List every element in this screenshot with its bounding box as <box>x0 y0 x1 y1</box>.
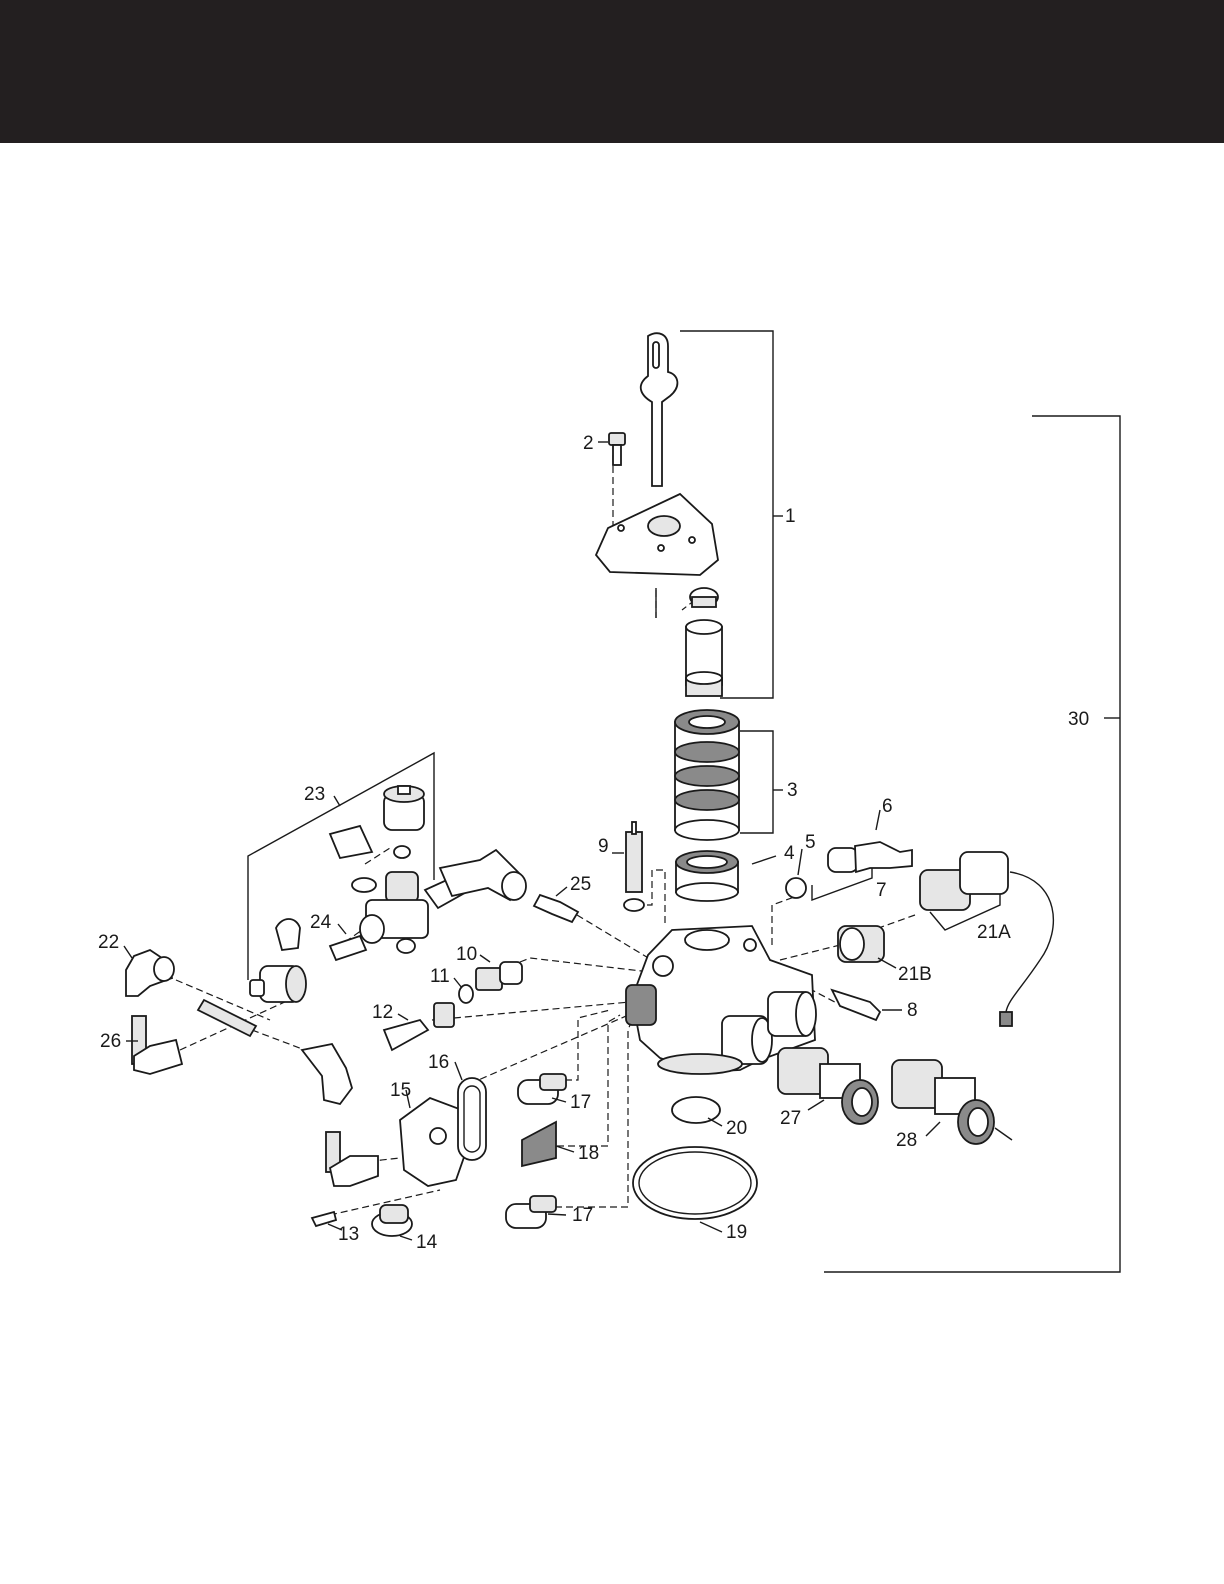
callout-16: 16 <box>428 1052 449 1073</box>
part-12-plug <box>384 1003 454 1050</box>
part-19-o-ring <box>633 1147 757 1219</box>
callout-21a: 21A <box>977 922 1011 943</box>
part-20-o-ring <box>672 1097 720 1123</box>
callout-23: 23 <box>304 784 325 805</box>
callout-19: 19 <box>726 1222 747 1243</box>
callout-22: 22 <box>98 932 119 953</box>
callout-20: 20 <box>726 1118 747 1139</box>
callout-labels: 1 2 3 4 5 6 7 8 9 10 11 12 13 14 15 16 1… <box>98 433 1089 1253</box>
callout-17b: 17 <box>572 1205 593 1226</box>
callout-10: 10 <box>456 944 477 965</box>
part-8-clip <box>832 990 880 1020</box>
callout-21b: 21B <box>898 964 932 985</box>
callout-13: 13 <box>338 1224 359 1245</box>
part-elbow-tee <box>440 850 526 900</box>
callout-27: 27 <box>780 1108 801 1129</box>
part-26-elbow <box>132 1016 182 1074</box>
callout-11: 11 <box>430 966 450 987</box>
callout-4: 4 <box>784 843 795 864</box>
part-1-handle <box>641 333 678 486</box>
callout-1: 1 <box>785 506 796 527</box>
part-10-fitting <box>476 962 522 990</box>
part-outlet-elbow <box>302 1044 378 1186</box>
callout-9: 9 <box>598 836 609 857</box>
part-22-elbow <box>126 950 174 996</box>
callout-17a: 17 <box>570 1092 591 1113</box>
part-13-screw <box>312 1212 336 1226</box>
callout-24: 24 <box>310 912 332 933</box>
callout-6: 6 <box>882 796 893 817</box>
part-3-seal-stack <box>675 710 739 840</box>
part-9-injector <box>624 822 644 911</box>
part-2-screw <box>609 433 625 465</box>
callout-8: 8 <box>907 1000 918 1021</box>
callout-18: 18 <box>578 1143 599 1164</box>
part-tube <box>198 1000 256 1036</box>
part-1-gear <box>690 588 718 607</box>
callout-2: 2 <box>583 433 594 454</box>
leader-lines <box>124 442 940 1240</box>
callout-12: 12 <box>372 1002 393 1023</box>
part-1-spacer <box>686 620 722 696</box>
callout-28: 28 <box>896 1130 917 1151</box>
bracket-3 <box>740 731 783 833</box>
part-14-cap <box>372 1205 412 1236</box>
callout-14: 14 <box>416 1232 438 1253</box>
part-4-crown-nut <box>676 851 738 901</box>
part-23-cap <box>250 919 306 1002</box>
part-17-nozzle-b <box>506 1196 556 1228</box>
part-24-valve-stem <box>330 936 366 960</box>
callout-7: 7 <box>876 880 887 901</box>
callout-15: 15 <box>390 1080 411 1101</box>
callout-26: 26 <box>100 1031 121 1052</box>
callout-30: 30 <box>1068 709 1089 730</box>
part-25-fitting <box>534 895 578 922</box>
part-16-gasket <box>458 1078 486 1160</box>
callout-5: 5 <box>805 832 816 853</box>
callout-25: 25 <box>570 874 591 895</box>
part-21b <box>838 926 884 962</box>
callout-3: 3 <box>787 780 798 801</box>
part-18-screen <box>522 1122 556 1166</box>
